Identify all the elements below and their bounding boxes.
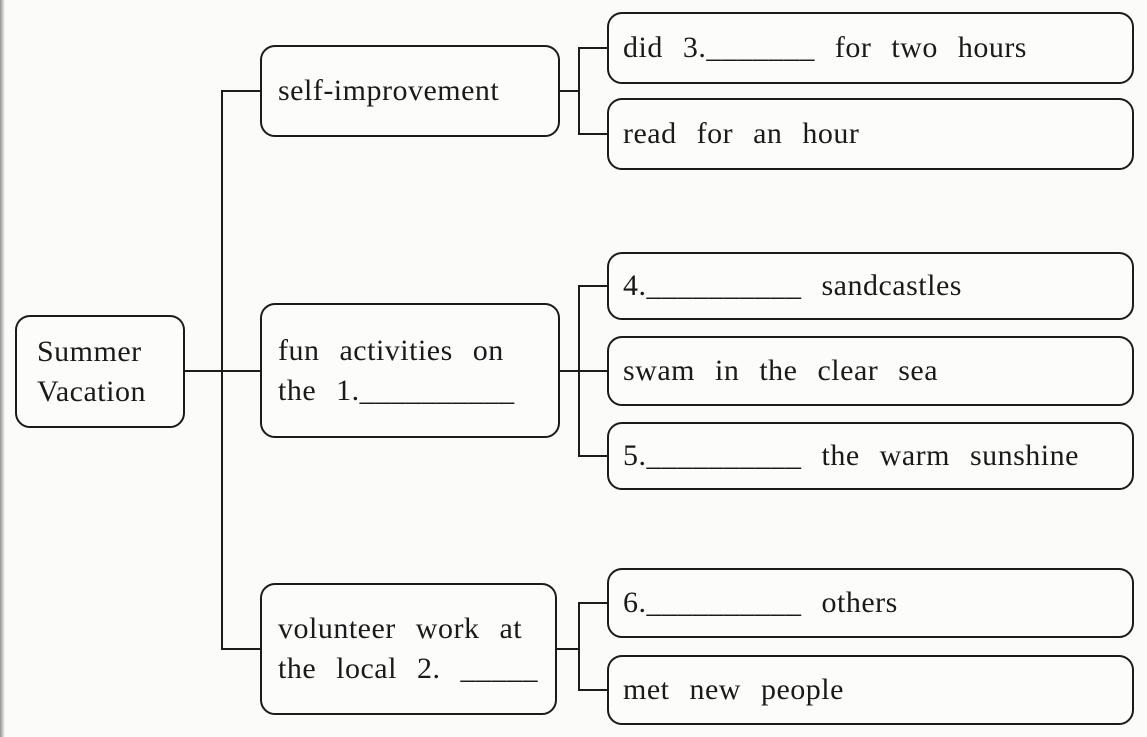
leaf-read-for-an-hour: read for an hour (607, 98, 1134, 170)
node-fun-activities: fun activities on the 1.__________ (260, 303, 560, 438)
node-volunteer-work: volunteer work at the local 2. _____ (260, 583, 557, 715)
leaf-met-new-people: met new people (607, 655, 1134, 725)
node-self-improvement: self-improvement (260, 45, 560, 137)
leaf-blank-sandcastles: 4.__________ sandcastles (607, 252, 1134, 320)
leaf-blank-others: 6.__________ others (607, 568, 1134, 638)
leaf-did-blank-for-two-hours: did 3._______ for two hours (607, 12, 1134, 84)
leaf-blank-warm-sunshine: 5.__________ the warm sunshine (607, 422, 1134, 490)
leaf-swam-in-clear-sea: swam in the clear sea (607, 336, 1134, 406)
node-summer-vacation: Summer Vacation (15, 315, 185, 428)
